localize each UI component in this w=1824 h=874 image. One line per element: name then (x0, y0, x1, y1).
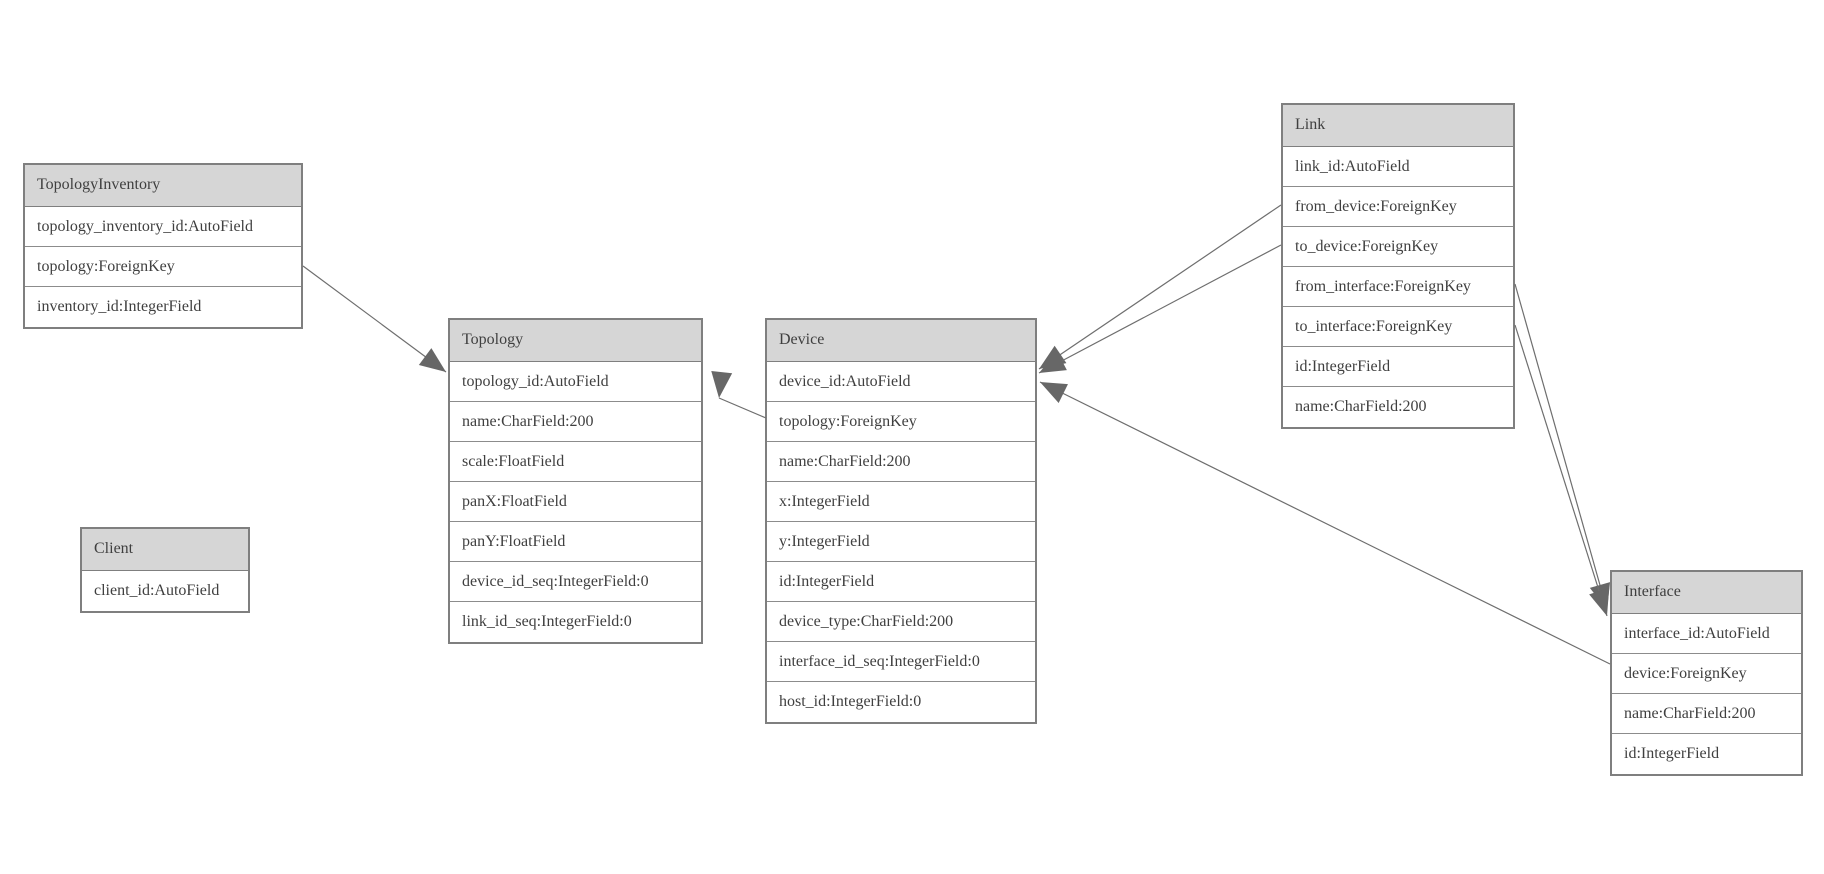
field-row-topologyinventory: topology:ForeignKey (25, 247, 301, 287)
field-row-device: topology:ForeignKey (767, 402, 1035, 442)
relationship-arrowhead-icon-topologyinventory-topology (418, 348, 446, 372)
entity-table-title: Link (1283, 105, 1513, 147)
field-row-link: name:CharField:200 (1283, 387, 1513, 427)
field-row-topology: scale:FloatField (450, 442, 701, 482)
relationship-arrowhead-icon-link-fromdevice-device (1039, 345, 1067, 369)
field-row-client: client_id:AutoField (82, 571, 248, 611)
field-row-device: x:IntegerField (767, 482, 1035, 522)
entity-table-title: Interface (1612, 572, 1801, 614)
field-row-topology: link_id_seq:IntegerField:0 (450, 602, 701, 642)
field-row-device: name:CharField:200 (767, 442, 1035, 482)
relationship-line-link-tointerface-interface (1514, 324, 1608, 617)
field-row-link: id:IntegerField (1283, 347, 1513, 387)
entity-table-topologyinventory: TopologyInventory topology_inventory_id:… (23, 163, 303, 329)
field-row-interface: interface_id:AutoField (1612, 614, 1801, 654)
entity-table-title: TopologyInventory (25, 165, 301, 207)
relationship-arrowhead-icon-link-todevice-device (1039, 351, 1067, 373)
relationship-arrowhead-icon-device-topology (711, 371, 733, 398)
field-row-topology: panY:FloatField (450, 522, 701, 562)
relationship-arrowhead-icon-interface-device (1040, 382, 1068, 403)
field-row-interface: id:IntegerField (1612, 734, 1801, 774)
relationship-line-link-frominterface-interface (1514, 283, 1608, 611)
entity-table-client: Client client_id:AutoField (80, 527, 250, 613)
field-row-link: to_device:ForeignKey (1283, 227, 1513, 267)
entity-table-title: Client (82, 529, 248, 571)
field-row-topology: device_id_seq:IntegerField:0 (450, 562, 701, 602)
field-row-topologyinventory: topology_inventory_id:AutoField (25, 207, 301, 247)
relationship-line-link-fromdevice-device (1038, 204, 1282, 370)
relationship-arrowhead-icon-link-frominterface-interface (1589, 582, 1611, 610)
field-row-topologyinventory: inventory_id:IntegerField (25, 287, 301, 327)
relationship-arrowhead-icon-link-tointerface-interface (1589, 588, 1610, 616)
field-row-link: link_id:AutoField (1283, 147, 1513, 187)
field-row-device: device_type:CharField:200 (767, 602, 1035, 642)
field-row-device: id:IntegerField (767, 562, 1035, 602)
relationship-line-topologyinventory-topology (302, 265, 447, 373)
field-row-device: y:IntegerField (767, 522, 1035, 562)
relationship-line-device-topology (718, 397, 767, 419)
field-row-interface: device:ForeignKey (1612, 654, 1801, 694)
field-row-topology: panX:FloatField (450, 482, 701, 522)
field-row-link: from_device:ForeignKey (1283, 187, 1513, 227)
entity-table-title: Device (767, 320, 1035, 362)
entity-field-list: client_id:AutoField (82, 571, 248, 611)
field-row-link: from_interface:ForeignKey (1283, 267, 1513, 307)
field-row-device: device_id:AutoField (767, 362, 1035, 402)
field-row-interface: name:CharField:200 (1612, 694, 1801, 734)
field-row-topology: topology_id:AutoField (450, 362, 701, 402)
relationship-line-link-todevice-device (1038, 244, 1282, 374)
field-row-device: host_id:IntegerField:0 (767, 682, 1035, 722)
field-row-link: to_interface:ForeignKey (1283, 307, 1513, 347)
field-row-device: interface_id_seq:IntegerField:0 (767, 642, 1035, 682)
entity-table-title: Topology (450, 320, 701, 362)
field-row-topology: name:CharField:200 (450, 402, 701, 442)
